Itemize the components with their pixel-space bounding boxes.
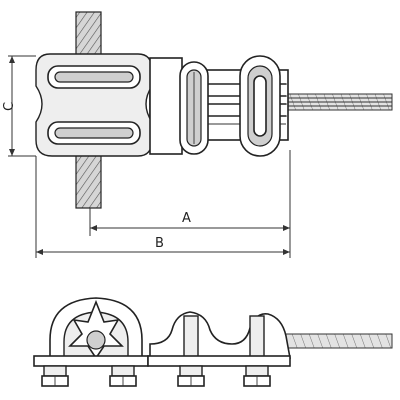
saddle-clamp: [49, 297, 143, 360]
dimension-c-label: C: [2, 102, 17, 111]
dimension-b: [35, 156, 290, 258]
u-bolt-loop-1: [179, 61, 209, 155]
nut-4: [243, 365, 271, 387]
nut-3: [177, 365, 205, 387]
horizontal-cable: [279, 93, 393, 111]
side-cable: [285, 333, 393, 349]
base-bar: [33, 355, 291, 367]
dimension-c: [8, 55, 36, 157]
suspension-clamp-shell: [35, 53, 153, 157]
side-view: [33, 297, 393, 387]
top-view: A B C: [2, 11, 393, 258]
connector-plate: [149, 57, 183, 155]
dimension-a-label: A: [182, 211, 191, 226]
nut-1: [41, 365, 69, 387]
u-bolt-loop-2: [239, 55, 281, 157]
wavy-keeper: [149, 311, 291, 359]
nut-2: [109, 365, 137, 387]
bolt-studs: [183, 315, 265, 361]
dimension-b-label: B: [155, 236, 164, 251]
dimension-a: [89, 150, 291, 258]
